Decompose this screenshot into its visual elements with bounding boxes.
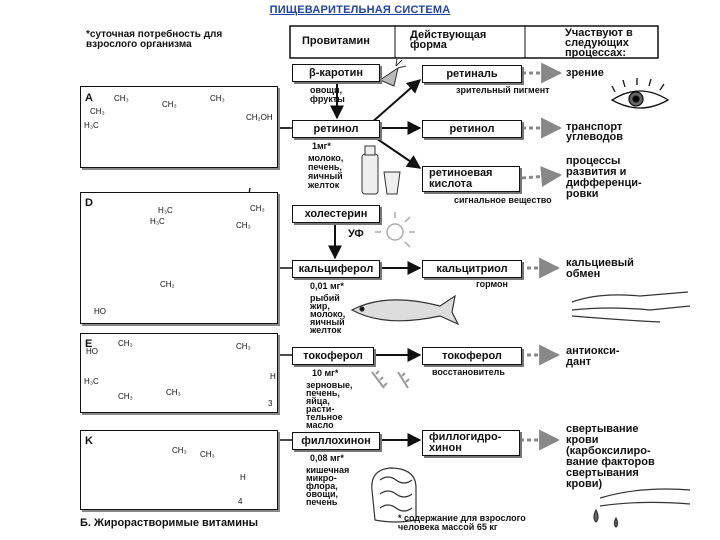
section-k-letter: K [85,435,93,447]
wheat-illustration [371,370,410,389]
phylloquinone-dose: 0,08 мг* [310,453,344,463]
vitamin-phylloquinone-box: филлохинон [292,432,380,450]
chem-label: HO [94,307,106,316]
active-calcitriol-box: кальцитриол [422,260,522,278]
chem-label: CH₃ [118,339,133,348]
milk-illustration [361,145,401,195]
calcitriol-note: гормон [476,279,508,289]
chem-label: H₃C [84,377,99,386]
vitamin-retinol-box: ретинол [292,120,380,138]
provitamin-beta-carotene-box: β-каротин [292,64,380,82]
process-antioxidant: антиокси- дант [566,345,620,368]
sun-illustration [375,212,415,248]
chem-label: 3 [268,399,273,408]
chem-label: H₃C [84,121,99,130]
chem-label: CH₃ [118,392,133,401]
section-e-letter: E [85,338,93,350]
active-retinal-box: ретиналь [422,65,522,83]
tocopherol-sources: зерновые, печень, яйца, расти- тельное м… [306,380,353,430]
active-retinol-box: ретинол [422,120,522,138]
header-participates: Участвуют в следующих процессах: [565,27,633,59]
chem-label: CH₃ [114,94,129,103]
process-vision: зрение [566,67,604,79]
calciferol-sources: рыбий жир, молоко, яичный желток [310,293,346,335]
process-blood-clotting: свертывание крови (карбоксилиро- вание ф… [566,423,655,490]
section-a-panel [80,86,278,168]
eye-illustration [610,78,670,109]
tocopherol-dose: 10 мг* [312,368,339,378]
provitamin-cholesterol-box: холестерин [292,205,380,223]
chem-label: HO [86,347,98,356]
header-active-form: Действующая форма [410,29,487,51]
vitamin-tocopherol-box: токоферол [292,347,374,365]
process-calcium: кальциевый обмен [566,257,634,280]
figure-caption: Б. Жирорастворимые витамины [80,517,258,529]
chem-label: CH₃ [236,221,251,230]
retinol-dose: 1мг* [312,141,331,151]
page-title: ПИЩЕВАРИТЕЛЬНАЯ СИСТЕМА [269,4,451,16]
footnote-top: *суточная потребность для взрослого орга… [86,29,223,50]
chem-label: CH₂OH [246,113,273,122]
chem-label: H₃C [158,206,173,215]
chem-label: CH₃ [172,446,187,455]
fish-illustration [350,294,460,326]
carrot-illustration [378,57,407,87]
footnote-bottom: * содержание для взрослого человека масс… [398,513,526,532]
active-retinoic-acid-box: ретиноевая кислота [422,166,520,192]
chem-label: CH₂ [160,280,175,289]
intestine-illustration [371,467,417,523]
chem-label: CH₃ [200,450,215,459]
chem-label: CH₃ [166,388,181,397]
calciferol-dose: 0,01 мг* [310,281,344,291]
chem-label: CH₃ [236,342,251,351]
hand-blood-illustration [593,488,691,528]
section-d-panel [80,192,278,324]
vitamin-calciferol-box: кальциферол [292,260,380,278]
chem-label: CH₃ [250,204,265,213]
active-tocopherol-box: токоферол [422,347,522,365]
beta-carotene-source: овощи, фрукты [310,85,345,104]
active-phyllohydroquinone-box: филлогидро- хинон [422,430,520,456]
chem-label: H [240,473,246,482]
hand-illustration [571,291,691,323]
uv-label: УФ [348,228,364,240]
phylloquinone-sources: кишечная микро- флора, овощи, печень [306,465,350,507]
tocopherol-note: восстановитель [432,367,505,377]
section-a-letter: A [85,92,93,104]
chem-label: CH₃ [210,94,225,103]
chem-label: H [270,372,276,381]
header-provitamin: Провитамин [302,35,370,47]
chem-label: H₃C [150,217,165,226]
chem-label: CH₃ [90,107,105,116]
retinol-sources: молоко, печень, яичный желток [308,153,344,190]
section-e-panel [80,333,278,413]
section-k-panel [80,430,278,510]
chem-label: 4 [238,497,243,506]
chem-label: CH₃ [162,100,177,109]
retinoic-acid-note: сигнальное вещество [454,195,552,205]
retinal-note: зрительный пигмент [456,85,550,95]
section-d-letter: D [85,197,93,209]
process-development: процессы развития и дифференци- ровки [566,155,642,200]
process-carb-transport: транспорт углеводов [566,121,624,143]
